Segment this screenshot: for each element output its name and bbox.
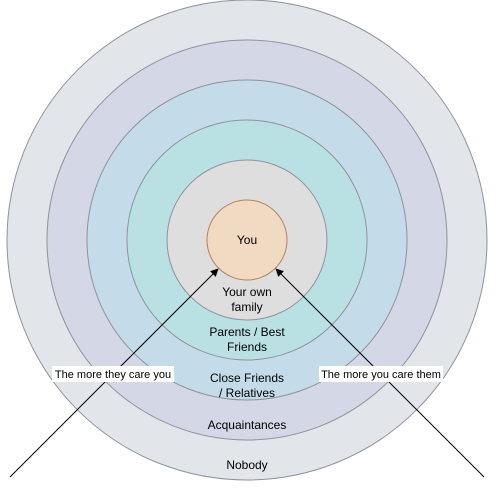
label-acquaintances: Acquaintances [208, 418, 287, 432]
label-you: You [237, 233, 257, 247]
label-close-friends-line2: / Relatives [219, 386, 275, 400]
label-parents-line2: Friends [227, 340, 267, 354]
arrow-left-label-bg [52, 366, 174, 382]
label-own-family-line1: Your own [222, 285, 272, 299]
label-close-friends-line1: Close Friends [210, 371, 284, 385]
label-nobody: Nobody [226, 458, 267, 472]
label-parents-line1: Parents / Best [209, 325, 285, 339]
arrow-right-label: The more you care them [321, 369, 441, 381]
arrow-left-label: The more they care you [55, 369, 171, 381]
arrow-right-label-bg [319, 366, 443, 382]
label-own-family-line2: family [231, 300, 262, 314]
ring-you [206, 199, 288, 281]
